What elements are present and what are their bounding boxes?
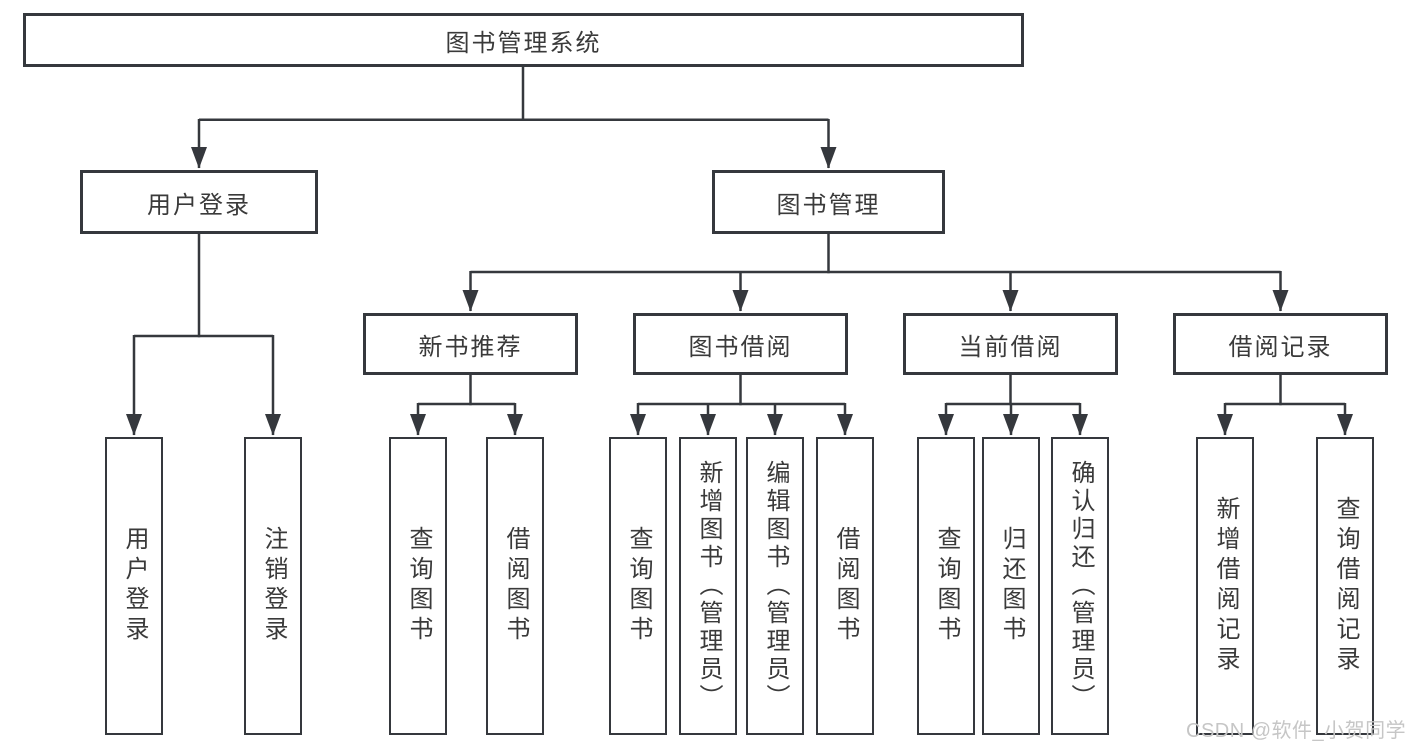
leaf-label: 查询图书 xyxy=(933,526,960,646)
node-leaf-borrow-book-1: 借阅图书 xyxy=(486,437,544,735)
node-leaf-query-book-2: 查询图书 xyxy=(609,437,667,735)
leaf-label: 新增图书（管理员） xyxy=(695,460,722,712)
node-leaf-edit-book-admin: 编辑图书（管理员） xyxy=(746,437,804,735)
node-leaf-query-borrow-record: 查询借阅记录 xyxy=(1316,437,1374,735)
csdn-watermark: CSDN @软件_小贺同学 xyxy=(1186,720,1405,742)
node-leaf-user-login: 用户登录 xyxy=(105,437,163,735)
node-leaf-confirm-return-admin: 确认归还（管理员） xyxy=(1051,437,1109,735)
node-current-borrow: 当前借阅 xyxy=(903,313,1118,375)
node-leaf-add-book-admin: 新增图书（管理员） xyxy=(679,437,737,735)
leaf-label: 编辑图书（管理员） xyxy=(762,460,789,712)
node-book-management: 图书管理 xyxy=(712,170,945,234)
leaf-label: 用户登录 xyxy=(121,526,148,646)
node-leaf-add-borrow-record: 新增借阅记录 xyxy=(1196,437,1254,735)
node-user-login: 用户登录 xyxy=(80,170,318,234)
node-leaf-borrow-book-2: 借阅图书 xyxy=(816,437,874,735)
leaf-label: 借阅图书 xyxy=(832,526,859,646)
leaf-label: 查询借阅记录 xyxy=(1332,496,1359,676)
leaf-label: 确认归还（管理员） xyxy=(1067,460,1094,712)
leaf-label: 借阅图书 xyxy=(502,526,529,646)
node-leaf-query-book-1: 查询图书 xyxy=(389,437,447,735)
node-root: 图书管理系统 xyxy=(23,13,1024,67)
leaf-label: 归还图书 xyxy=(998,526,1025,646)
node-new-book-recommend: 新书推荐 xyxy=(363,313,578,375)
node-borrow-record: 借阅记录 xyxy=(1173,313,1388,375)
node-leaf-query-book-3: 查询图书 xyxy=(917,437,975,735)
leaf-label: 注销登录 xyxy=(260,526,287,646)
node-leaf-logout: 注销登录 xyxy=(244,437,302,735)
node-leaf-return-book: 归还图书 xyxy=(982,437,1040,735)
leaf-label: 查询图书 xyxy=(405,526,432,646)
leaf-label: 新增借阅记录 xyxy=(1212,496,1239,676)
node-book-borrow: 图书借阅 xyxy=(633,313,848,375)
leaf-label: 查询图书 xyxy=(625,526,652,646)
